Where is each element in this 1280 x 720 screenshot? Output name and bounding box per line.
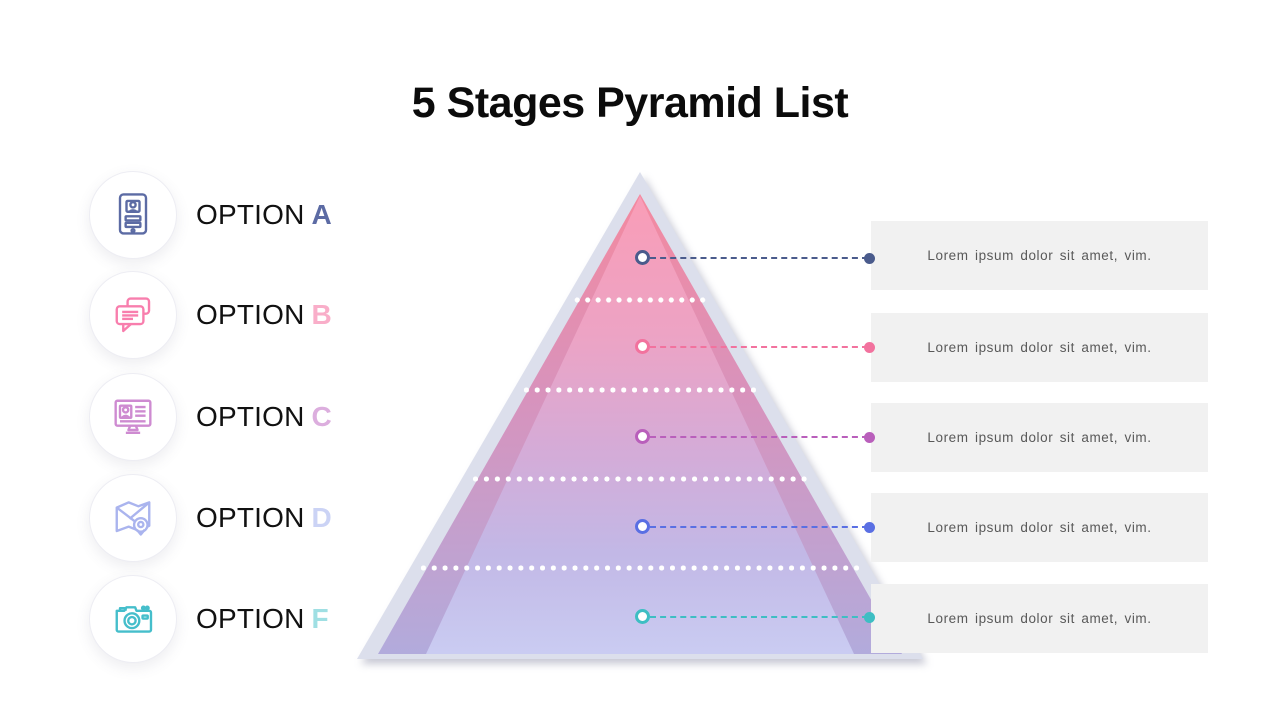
stage-anchor-ring	[635, 250, 650, 265]
stage-anchor-ring	[635, 609, 650, 624]
dashed-line	[650, 346, 868, 348]
option-b-icon-badge	[89, 271, 177, 359]
option-letter: B	[311, 299, 332, 330]
line-end-dot	[864, 522, 875, 533]
option-label-text: OPTION	[196, 199, 305, 230]
contact-tablet-icon	[118, 193, 148, 235]
contact-monitor-icon	[114, 399, 152, 435]
stage-anchor-ring	[635, 519, 650, 534]
line-end-dot	[864, 612, 875, 623]
dashed-line	[650, 616, 868, 618]
description-text: Lorem ipsum dolor sit amet, vim.	[927, 520, 1152, 535]
pyramid-divider-dots	[470, 476, 810, 482]
option-letter: A	[311, 199, 332, 230]
line-end-dot	[864, 432, 875, 443]
description-text: Lorem ipsum dolor sit amet, vim.	[927, 611, 1152, 626]
pyramid-divider-dots	[521, 387, 759, 393]
line-end-dot	[864, 253, 875, 264]
description-text: Lorem ipsum dolor sit amet, vim.	[927, 248, 1152, 263]
description-box-1[interactable]: Lorem ipsum dolor sit amet, vim.	[871, 221, 1208, 290]
option-a-icon-badge	[89, 171, 177, 259]
dashed-line	[650, 257, 868, 259]
stage-anchor-ring	[635, 429, 650, 444]
option-label-text: OPTION	[196, 502, 305, 533]
option-letter: C	[311, 401, 332, 432]
page-title: 5 Stages Pyramid List	[411, 78, 849, 127]
option-d-icon-badge	[89, 474, 177, 562]
chat-bubbles-icon	[115, 297, 151, 333]
stage-anchor-ring	[635, 339, 650, 354]
option-letter: D	[311, 502, 332, 533]
option-f-icon-badge	[89, 575, 177, 663]
option-label-text: OPTION	[196, 299, 305, 330]
description-box-4[interactable]: Lorem ipsum dolor sit amet, vim.	[871, 493, 1208, 562]
option-c-icon-badge	[89, 373, 177, 461]
option-letter: F	[311, 603, 329, 634]
line-end-dot	[864, 342, 875, 353]
camera-icon	[115, 605, 153, 633]
description-text: Lorem ipsum dolor sit amet, vim.	[927, 340, 1152, 355]
option-label-text: OPTION	[196, 401, 305, 432]
dashed-line	[650, 436, 868, 438]
map-pin-icon	[115, 501, 151, 536]
option-label-text: OPTION	[196, 603, 305, 634]
description-box-5[interactable]: Lorem ipsum dolor sit amet, vim.	[871, 584, 1208, 653]
description-box-2[interactable]: Lorem ipsum dolor sit amet, vim.	[871, 313, 1208, 382]
pyramid-divider-dots	[572, 297, 708, 303]
dashed-line	[650, 526, 868, 528]
description-box-3[interactable]: Lorem ipsum dolor sit amet, vim.	[871, 403, 1208, 472]
pyramid-divider-dots	[418, 565, 862, 571]
description-text: Lorem ipsum dolor sit amet, vim.	[927, 430, 1152, 445]
